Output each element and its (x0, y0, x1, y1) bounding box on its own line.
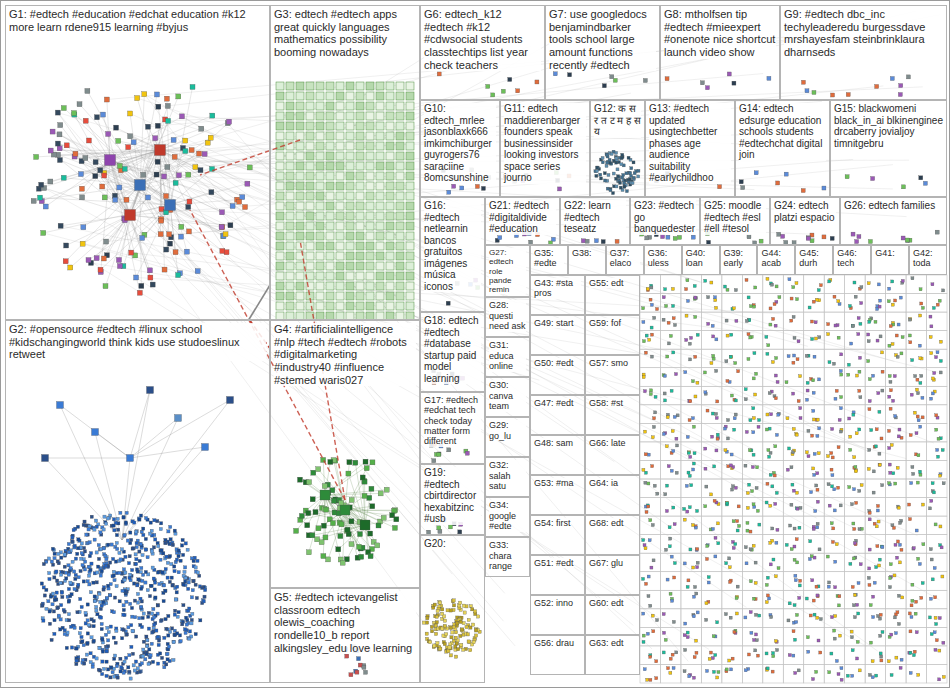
network-canvas: G1: #edtech #education #edchat education… (0, 0, 950, 688)
